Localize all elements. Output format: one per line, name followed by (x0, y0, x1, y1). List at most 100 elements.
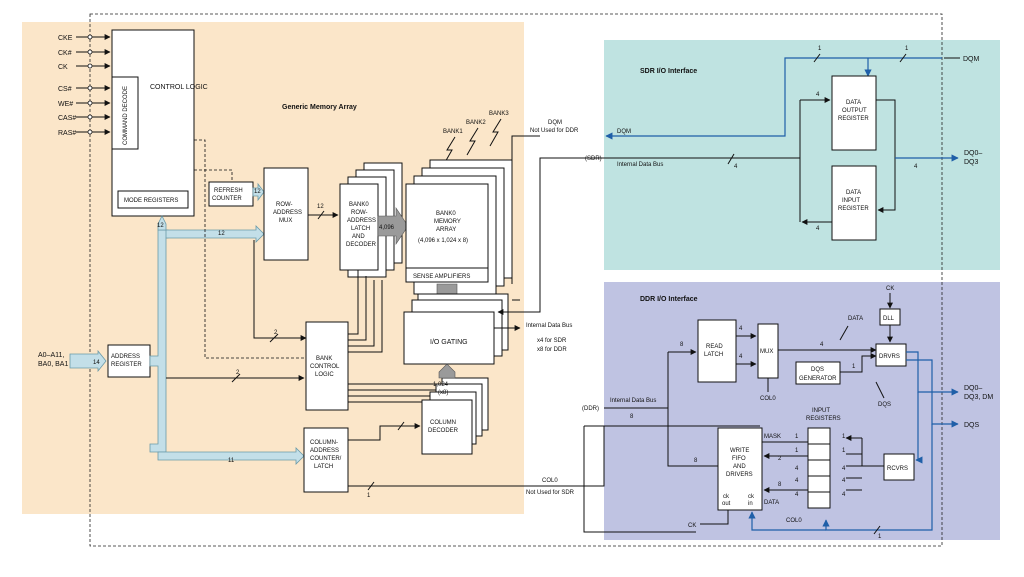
inreg-left-width-3: 4 (795, 478, 799, 484)
col0-bottom-label: COL0 (786, 518, 802, 524)
bus-2-bankctl: 2 (274, 330, 278, 336)
mux-label: MUX (760, 349, 773, 355)
inreg-left-width-1: 1 (795, 448, 799, 454)
pin-node-3 (87, 85, 93, 91)
bank-select-tick (231, 373, 241, 383)
dqm-note-2: Not Used for DDR (530, 128, 579, 134)
sdr-dq-label-2: DQ3 (964, 159, 979, 166)
address-register-block (107, 344, 151, 378)
dq-to-input (877, 158, 896, 213)
mask-label: MASK (764, 434, 781, 440)
ddr-bus-4-b: 4 (739, 354, 743, 360)
bank-control-fan (348, 270, 383, 353)
row-address-mux-block (263, 167, 309, 261)
address-bus-to-col-counter (157, 447, 305, 465)
bank-control-label-3: LOGIC (315, 372, 334, 378)
col0-tick (367, 481, 375, 491)
dqs-to-rcvrs (822, 424, 933, 531)
control-logic-label: CONTROL LOGIC (150, 84, 208, 91)
write-fifo-block (717, 427, 763, 511)
column-decoder-block (421, 399, 473, 455)
bankctl-tick (269, 333, 279, 343)
ck-out-label-1: ck (723, 494, 730, 500)
dqm-sdr-label: DQM (617, 129, 631, 135)
command-decode-label: COMMAND DECODE (123, 86, 129, 145)
bus-11-colcounter: 11 (228, 458, 235, 464)
dqs-gen-label-2: GENERATOR (799, 376, 837, 382)
row-latch-label-1: ROW- (351, 210, 368, 216)
inreg-left-width-0: 1 (795, 434, 799, 440)
refresh-counter-label-1: REFRESH (214, 188, 243, 194)
dqs-label-mid: DQS (878, 402, 891, 408)
ddr-dq-label-1: DQ0– (964, 385, 982, 392)
bus-1024: 1,024 (433, 382, 449, 388)
pin-label-1: CK# (58, 50, 72, 57)
drvrs-label: DRVRS (879, 354, 900, 360)
input-registers-label-2: REGISTERS (806, 416, 841, 422)
bus-12-refresh: 12 (254, 189, 261, 195)
ddr-bus-vert (667, 352, 718, 467)
bank3-bolt (489, 118, 502, 147)
input-reg-label-2: INPUT (842, 198, 860, 204)
address-input-bus (69, 349, 107, 373)
output-reg-label-3: REGISTER (838, 116, 869, 122)
ddr-tag: (DDR) (582, 406, 599, 412)
write-fifo-label-3: AND (733, 464, 746, 470)
input-register-cell-0 (807, 427, 831, 445)
dqm-note-1: DQM (548, 120, 562, 126)
mem-array-label-4: (4,096 x 1,024 x 8) (418, 238, 468, 244)
row-mux-label-3: MUX (279, 218, 292, 224)
pin-node-4 (87, 100, 93, 106)
pin-node-2 (87, 63, 93, 69)
col-counter-label-1: COLUMN- (310, 440, 338, 446)
bus-12-rowmux: 12 (218, 231, 225, 237)
address-register-label-1: ADDRESS (111, 354, 140, 360)
inreg-right-width-3: 4 (842, 478, 846, 484)
row-mux-label-1: ROW- (276, 202, 293, 208)
mask-bus-2: 2 (778, 456, 782, 462)
ddr-dq-label-2: DQ3, DM (964, 394, 993, 401)
address-bus-to-row-mux (165, 225, 265, 243)
bank1-bolt (443, 136, 456, 165)
data-label-bottom: DATA (764, 500, 779, 506)
address-register-label-2: REGISTER (111, 362, 142, 368)
dqsgen-to-drvrs (840, 353, 877, 373)
col0-line (348, 425, 760, 487)
data-output-register-block (831, 75, 877, 151)
sdr-bus-4-in: 4 (816, 226, 820, 232)
bus-12-control: 12 (157, 223, 164, 229)
counter-to-decoder (348, 423, 421, 441)
x8-ddr-label: x8 for DDR (537, 347, 567, 353)
rcvrs-block (883, 453, 915, 481)
sdr-tag: (SDR) (585, 156, 602, 162)
bus-4096-row: 4,096 (379, 225, 395, 231)
pin-label-6: RAS# (58, 130, 76, 137)
col0-bottom-line (583, 425, 696, 533)
bank-control-label-1: BANK (316, 356, 332, 362)
sdr-bus-4-out: 4 (816, 92, 820, 98)
data-input-register-block (831, 165, 877, 241)
bank-control-label-2: CONTROL (310, 364, 340, 370)
sense-amplifiers-block (405, 267, 489, 283)
input-register-cell-4 (807, 491, 831, 509)
mem-array-label-2: MEMORY (434, 219, 461, 225)
output-reg-label-1: DATA (846, 100, 861, 106)
mode-registers-label: MODE REGISTERS (124, 198, 178, 204)
bank-control-to-io (348, 383, 440, 402)
dqs-to-fifo (748, 511, 826, 531)
io-gating-block (403, 311, 495, 365)
data-label-top: DATA (848, 316, 863, 322)
rowmux-tick (317, 210, 325, 220)
ck-label-bottom: CK (688, 523, 696, 529)
sdr-bus-tick (727, 153, 735, 165)
drvrs-to-dq (906, 351, 959, 396)
bus-1-col0: 1 (367, 493, 371, 499)
pin-label-0: CKE (58, 35, 73, 42)
sdr-bus-1-b: 1 (905, 46, 909, 52)
ddr-dqs-label: DQS (964, 422, 980, 429)
bank2-label: BANK2 (466, 120, 486, 126)
row-mux-label-2: ADDRESS (273, 210, 302, 216)
